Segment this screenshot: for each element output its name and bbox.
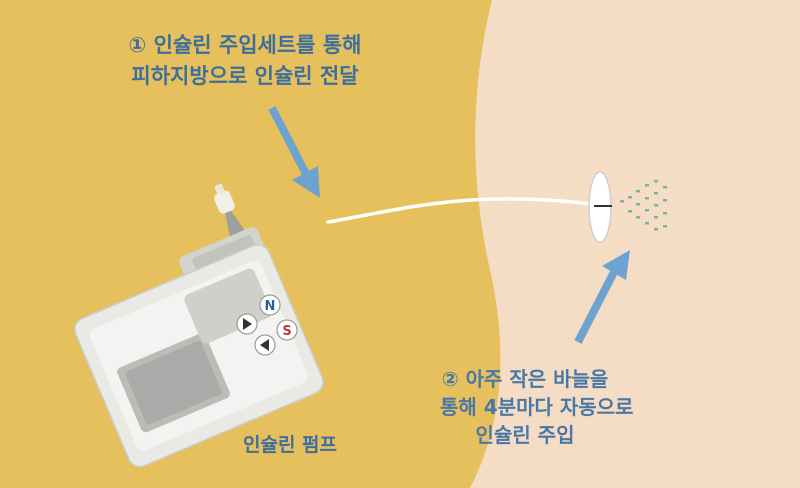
injection-caption-line2: 통해 4분마다 자동으로 bbox=[440, 395, 634, 419]
infusion-tube bbox=[326, 197, 602, 224]
play-right-icon bbox=[243, 318, 252, 330]
insulin-spray bbox=[620, 180, 667, 231]
injection-caption: ② 아주 작은 바늘을 통해 4분마다 자동으로 인슐린 주입 bbox=[440, 365, 634, 449]
pump-nozzle bbox=[214, 183, 245, 237]
play-left-icon bbox=[260, 339, 269, 351]
injection-caption-line1: ② 아주 작은 바늘을 bbox=[441, 367, 609, 391]
pump-button-s: S bbox=[282, 324, 291, 339]
arrow-to-pump-tip bbox=[268, 106, 320, 198]
pump-buttons: N S bbox=[236, 294, 298, 356]
infusion-set bbox=[588, 171, 612, 243]
delivery-caption-line2: 피하지방으로 인슐린 전달 bbox=[131, 64, 359, 88]
pump-screen bbox=[125, 341, 222, 425]
delivery-caption-line1: ① 인슐린 주입세트를 통해 bbox=[128, 33, 362, 57]
arrow-to-infusion-site bbox=[574, 250, 630, 344]
pump-button-n: N bbox=[265, 299, 276, 314]
injection-caption-line3: 인슐린 주입 bbox=[475, 423, 575, 447]
pump-caption: 인슐린 펌프 bbox=[242, 434, 337, 456]
delivery-caption: ① 인슐린 주입세트를 통해 피하지방으로 인슐린 전달 bbox=[0, 30, 490, 92]
